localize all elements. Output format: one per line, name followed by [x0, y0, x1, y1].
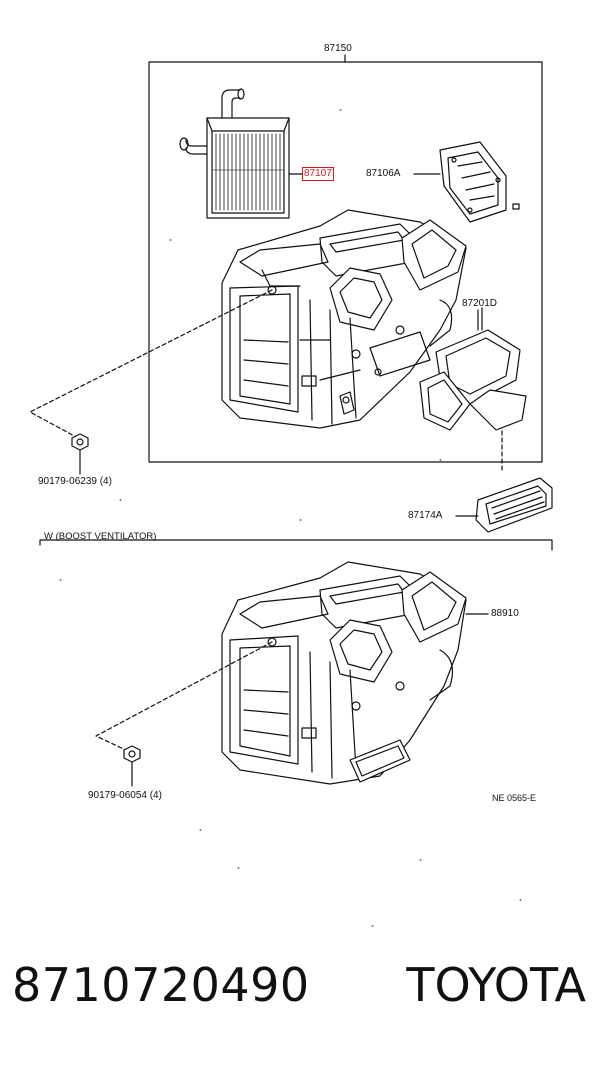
heater-unit-top-drawing	[221, 209, 467, 429]
duct-drawing	[419, 309, 527, 431]
part-number: 8710720490	[12, 958, 310, 1012]
nut-bottom-drawing	[123, 745, 141, 787]
label-duct: 87201D	[462, 298, 498, 309]
diagram-code: NE 0565-E	[492, 793, 537, 803]
grille-drawing	[475, 477, 553, 533]
label-nut-top: 90179-06239 (4)	[38, 476, 112, 487]
specks	[59, 109, 522, 927]
footer: 8710720490 TOYOTA	[0, 958, 600, 1028]
label-bracket: 87106A	[366, 168, 401, 179]
section-title: W (BOOST VENTILATOR)	[44, 531, 157, 542]
nut-top-drawing	[71, 433, 89, 475]
heater-core-drawing	[179, 88, 290, 219]
section-divider	[39, 539, 553, 551]
label-unit-bottom: 88910	[491, 608, 519, 619]
label-heater-core-highlighted[interactable]: 87107	[302, 167, 334, 181]
bracket-drawing	[439, 141, 520, 223]
label-nut-bottom: 90179-06054 (4)	[88, 790, 162, 801]
label-assembly-top: 87150	[324, 43, 352, 54]
label-grille: 87174A	[408, 510, 443, 521]
brand-name: TOYOTA	[406, 958, 586, 1012]
heater-unit-bottom-drawing	[221, 561, 467, 785]
